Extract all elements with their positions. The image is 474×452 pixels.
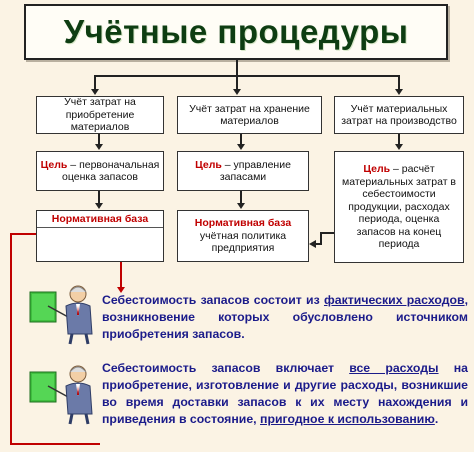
red-arrow-col1-down [117, 287, 125, 293]
connector-horizontal [94, 75, 400, 77]
p2-part5: . [434, 412, 439, 426]
diagram-title: Учётные процедуры [63, 12, 409, 50]
red-connector-vertical [10, 233, 12, 444]
teacher-pointer-icon [29, 365, 93, 425]
red-connector-top [10, 233, 36, 235]
connector-col3 [398, 75, 400, 89]
title-box: Учётные процедуры [24, 4, 448, 60]
goal-box-col2: Цель – управление запасами [177, 151, 309, 191]
paragraph-1: Себестоимость запасов состоит из фактиче… [102, 292, 468, 343]
base-label-col2: Нормативная база [194, 217, 292, 230]
connector-col2 [236, 75, 238, 89]
arrow-col1-goal [95, 144, 103, 150]
goal-text-col1: – первоначальная оценка запасов [62, 158, 160, 184]
connector-col1-goal [98, 134, 100, 144]
arrow-col2-base [237, 203, 245, 209]
arrow-col3-goal [395, 144, 403, 150]
p1-part1: Себестоимость запасов состоит из [102, 293, 324, 307]
goal-label-col2: Цель [195, 158, 222, 171]
goal-text-col3: – расчёт материальных затрат в себестоим… [342, 163, 456, 251]
arrow-col2 [233, 89, 241, 95]
base-divider-col1 [37, 227, 163, 228]
goal-col2: Цель – управление запасами [178, 159, 308, 184]
teacher-pointer-icon [29, 285, 93, 345]
base-text-col2: учётная политика предприятия [199, 229, 287, 255]
connector-col1-base [98, 191, 100, 203]
connector-title-down [236, 60, 238, 76]
header-col2-text: Учёт затрат на хранение материалов [189, 102, 310, 128]
goal-col3: Цель – расчёт материальных затрат в себе… [338, 163, 460, 251]
connector-col3-to-base-vert [320, 232, 322, 244]
connector-col1 [94, 75, 96, 89]
p2-part2: все расходы [349, 361, 439, 375]
p2-part1: Себестоимость запасов включает [102, 361, 350, 375]
p2-part3: на приобретение, изготовление и другие р… [102, 361, 468, 426]
header-box-col2: Учёт затрат на хранение материалов [177, 96, 322, 134]
goal-box-col3: Цель – расчёт материальных затрат в себе… [334, 151, 464, 263]
base-label-col1: Нормативная база [51, 213, 149, 225]
header-col3-text: Учёт материальных затрат на производство [341, 102, 457, 128]
p2-part4: пригодное к использованию [260, 412, 435, 426]
goal-label-col1: Цель [40, 158, 68, 171]
arrow-col1 [91, 89, 99, 95]
arrow-col3 [395, 89, 403, 95]
goal-label-col3: Цель [363, 163, 391, 176]
connector-col2-goal [240, 134, 242, 144]
arrow-col3-to-base [309, 240, 316, 248]
goal-box-col1: Цель – первоначальная оценка запасов [36, 151, 164, 191]
header-box-col1: Учёт затрат на приобретение материалов [36, 96, 164, 134]
goal-col1: Цель – первоначальная оценка запасов [37, 159, 163, 184]
p1-part3: , возникновение которых обусловлено исто… [102, 293, 468, 341]
connector-col3-goal [398, 134, 400, 144]
connector-col3-to-base-h2 [314, 243, 322, 245]
header-col1-text: Учёт затрат на приобретение материалов [64, 96, 136, 134]
base-box-col2: Нормативная база учётная политика предпр… [177, 210, 309, 262]
connector-col2-base [240, 191, 242, 203]
red-connector-col1-down [120, 262, 122, 288]
red-connector-bottom [10, 443, 100, 445]
connector-col3-to-base [320, 232, 334, 234]
goal-text-col2: – управление запасами [219, 158, 291, 184]
arrow-col1-base [95, 203, 103, 209]
base-box-col1: Нормативная база [36, 210, 164, 262]
paragraph-2: Себестоимость запасов включает все расхо… [102, 360, 468, 428]
p1-part2: фактических расходов [323, 293, 465, 307]
arrow-col2-goal [237, 144, 245, 150]
header-box-col3: Учёт материальных затрат на производство [334, 96, 464, 134]
